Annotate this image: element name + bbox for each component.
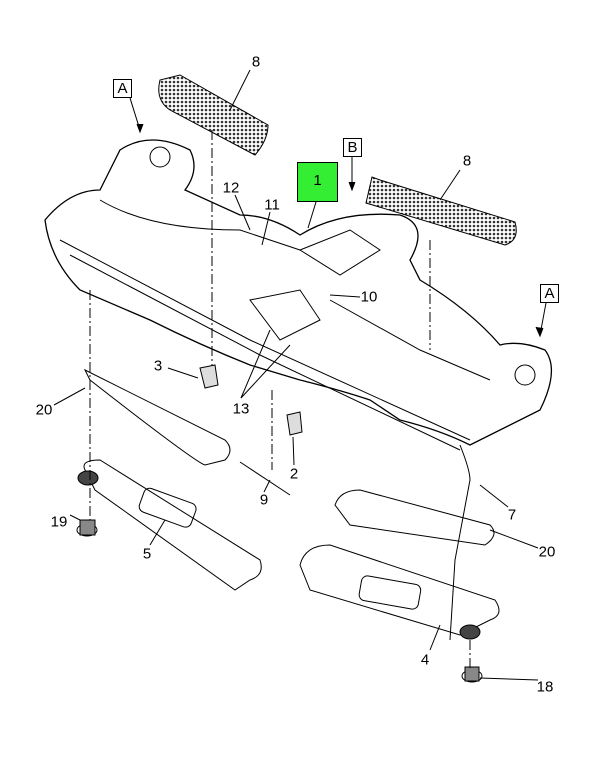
speaker-left [149,146,171,168]
callout-4: 4 [420,651,430,669]
sun-visor-left [83,459,262,591]
visor-hinge-right [459,624,481,640]
callout-20-right: 20 [538,543,556,561]
callout-10: 10 [360,288,378,306]
callout-9: 9 [259,491,269,509]
callout-3: 3 [153,357,163,375]
callout-20-left: 20 [35,401,53,419]
callout-11: 11 [264,196,280,214]
sun-visor-right-mirror-panel [334,489,495,546]
callout-19: 19 [50,513,68,531]
callout-8-left: 8 [251,53,261,71]
view-label-a-left: A [113,79,132,98]
mesh-panel-right [365,176,517,246]
view-label-a-right: A [540,284,559,303]
clip-3 [199,364,219,389]
mesh-panel-left [158,74,269,156]
callout-18: 18 [536,678,554,696]
callout-2: 2 [289,465,299,483]
callout-13: 13 [232,400,250,418]
callout-12: 12 [222,179,240,197]
visor-hinge-left [77,470,99,486]
clip-2 [286,411,303,436]
callout-7: 7 [507,506,517,524]
sun-visor-left-mirror-panel [83,368,231,466]
rod-9 [239,461,291,496]
sun-visor-right [299,544,500,636]
view-label-b: B [343,138,362,157]
highlighted-callout-1[interactable]: 1 [297,162,338,202]
overhead-console-body [44,139,553,446]
callout-5: 5 [142,545,152,563]
callout-8-right: 8 [462,152,472,170]
